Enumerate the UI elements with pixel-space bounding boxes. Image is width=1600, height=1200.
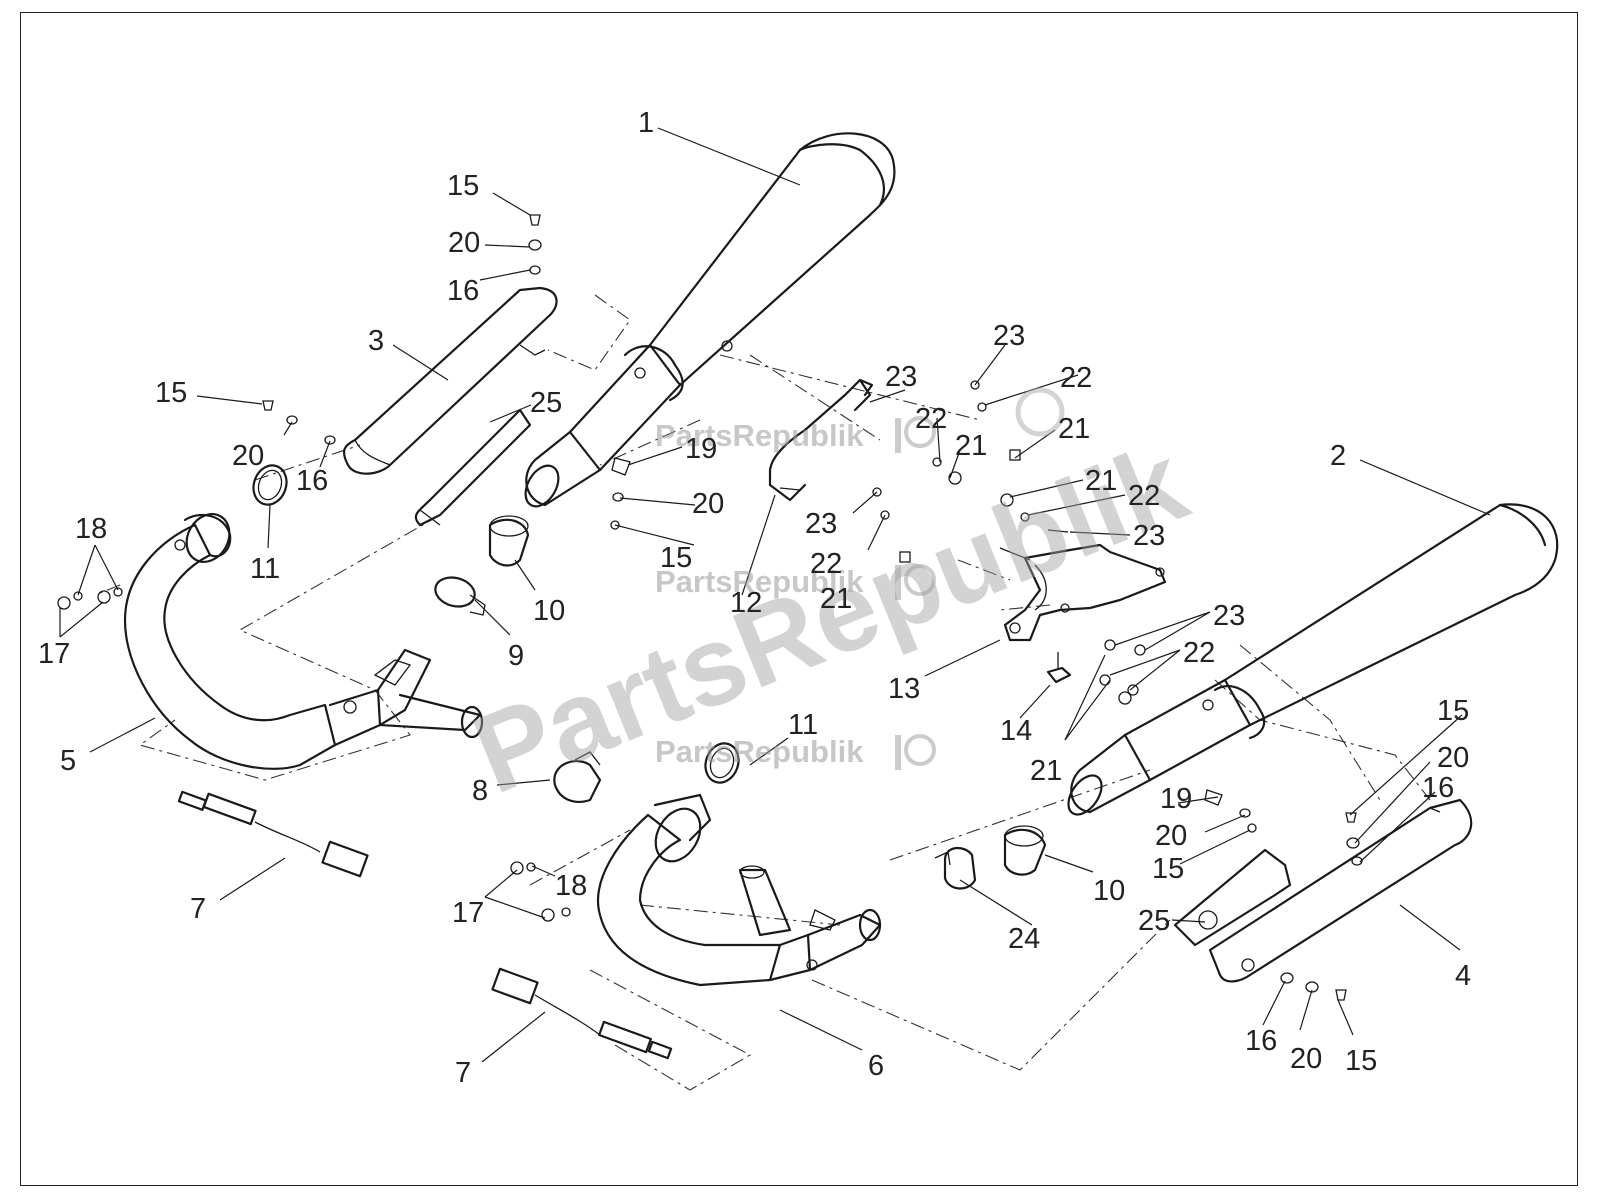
assembly-guide-lines bbox=[94, 294, 1431, 1091]
sleeve-10-left[interactable] bbox=[488, 515, 530, 567]
watermark-text-1: PartsRepublik bbox=[655, 418, 864, 453]
left-heat-shield[interactable] bbox=[342, 286, 558, 475]
callout-25-left: 25 bbox=[530, 387, 562, 419]
callout-23-a: 23 bbox=[993, 320, 1025, 352]
clamp-24[interactable] bbox=[934, 847, 977, 890]
callout-18-right: 18 bbox=[555, 870, 587, 902]
callout-10-right: 10 bbox=[1093, 875, 1125, 907]
diagram-frame bbox=[20, 12, 1578, 1186]
callout-8: 8 bbox=[472, 775, 488, 807]
nut-14[interactable] bbox=[1046, 652, 1072, 684]
callout-16-bottom: 16 bbox=[1245, 1025, 1277, 1057]
callout-23-c: 23 bbox=[805, 508, 837, 540]
callout-21-d: 21 bbox=[820, 583, 852, 615]
callout-6: 6 bbox=[868, 1050, 884, 1082]
right-mounting-bracket[interactable] bbox=[999, 543, 1167, 642]
callout-17-left: 17 bbox=[38, 638, 70, 670]
callout-11-left: 11 bbox=[250, 553, 280, 585]
right-muffler[interactable] bbox=[1062, 503, 1559, 820]
right-shield-insulation[interactable] bbox=[1173, 848, 1292, 947]
callout-20-top: 20 bbox=[448, 227, 480, 259]
callout-15-mid: 15 bbox=[660, 542, 692, 574]
callout-14: 14 bbox=[1000, 715, 1032, 747]
right-heat-shield[interactable] bbox=[1208, 798, 1473, 983]
left-muffler[interactable] bbox=[519, 132, 896, 512]
callout-11-right: 11 bbox=[788, 709, 818, 741]
callout-19-left: 19 bbox=[685, 433, 717, 465]
callout-21-b: 21 bbox=[1058, 413, 1090, 445]
callout-20-right: 20 bbox=[1437, 742, 1469, 774]
callout-25-right: 25 bbox=[1138, 905, 1170, 937]
callout-20-left: 20 bbox=[232, 440, 264, 472]
callout-17-right: 17 bbox=[452, 897, 484, 929]
right-exhaust-header[interactable] bbox=[597, 793, 882, 987]
watermark-gear-icon bbox=[895, 387, 1065, 770]
callout-15-bottom: 15 bbox=[1345, 1045, 1377, 1077]
callout-9: 9 bbox=[508, 640, 524, 672]
callout-1: 1 bbox=[638, 107, 654, 139]
callout-15-right: 15 bbox=[1437, 695, 1469, 727]
callout-22-c: 22 bbox=[1128, 480, 1160, 512]
left-mounting-bracket[interactable] bbox=[768, 378, 874, 502]
leader-lines bbox=[59, 127, 1491, 1063]
watermark-text-3: PartsRepublik bbox=[655, 734, 864, 769]
callout-7-right: 7 bbox=[455, 1057, 471, 1089]
callout-23-e: 23 bbox=[1213, 600, 1245, 632]
callout-21-e: 21 bbox=[1030, 755, 1062, 787]
callout-21-c: 21 bbox=[1085, 465, 1117, 497]
callout-15-left: 15 bbox=[155, 377, 187, 409]
callout-19-right: 19 bbox=[1160, 783, 1192, 815]
lambda-sensor-left[interactable] bbox=[177, 790, 369, 878]
left-exhaust-header[interactable] bbox=[123, 506, 484, 770]
callout-23-d: 23 bbox=[1133, 520, 1165, 552]
callout-16-top: 16 bbox=[447, 275, 479, 307]
callout-20-mid: 20 bbox=[692, 488, 724, 520]
callout-15-right-lower: 15 bbox=[1152, 853, 1184, 885]
callout-20-bottom: 20 bbox=[1290, 1043, 1322, 1075]
callout-16-left: 16 bbox=[296, 465, 328, 497]
callout-24: 24 bbox=[1008, 923, 1040, 955]
callout-22-a: 22 bbox=[1060, 362, 1092, 394]
callout-7-left: 7 bbox=[190, 893, 206, 925]
callout-4: 4 bbox=[1455, 960, 1471, 992]
callout-13: 13 bbox=[888, 673, 920, 705]
seal-ring-11-left[interactable] bbox=[248, 461, 292, 510]
callout-15-top: 15 bbox=[447, 170, 479, 202]
callout-5: 5 bbox=[60, 745, 76, 777]
callout-18-left: 18 bbox=[75, 513, 107, 545]
callout-2: 2 bbox=[1330, 440, 1346, 472]
callout-21-a: 21 bbox=[955, 430, 987, 462]
callout-labels: 1 2 3 4 5 6 7 7 8 9 10 10 11 11 12 13 14… bbox=[38, 107, 1471, 1089]
seal-ring-11-right[interactable] bbox=[700, 739, 744, 788]
callout-23-b: 23 bbox=[885, 361, 917, 393]
clamp-9[interactable] bbox=[432, 573, 486, 616]
watermark-text-2: PartsRepublik bbox=[655, 564, 864, 599]
callout-16-right: 16 bbox=[1422, 772, 1454, 804]
callout-12: 12 bbox=[730, 587, 762, 619]
callout-20-right-lower: 20 bbox=[1155, 820, 1187, 852]
callout-22-b: 22 bbox=[915, 403, 947, 435]
callout-3: 3 bbox=[368, 325, 384, 357]
callout-10-left: 10 bbox=[533, 595, 565, 627]
clamp-8[interactable] bbox=[553, 751, 602, 803]
callout-22-d: 22 bbox=[810, 548, 842, 580]
callout-22-e: 22 bbox=[1183, 637, 1215, 669]
sleeve-10-right[interactable] bbox=[1003, 825, 1047, 876]
left-shield-insulation[interactable] bbox=[414, 408, 532, 527]
lambda-sensor-right[interactable] bbox=[491, 967, 673, 1060]
hardware-fasteners bbox=[57, 214, 1363, 1001]
